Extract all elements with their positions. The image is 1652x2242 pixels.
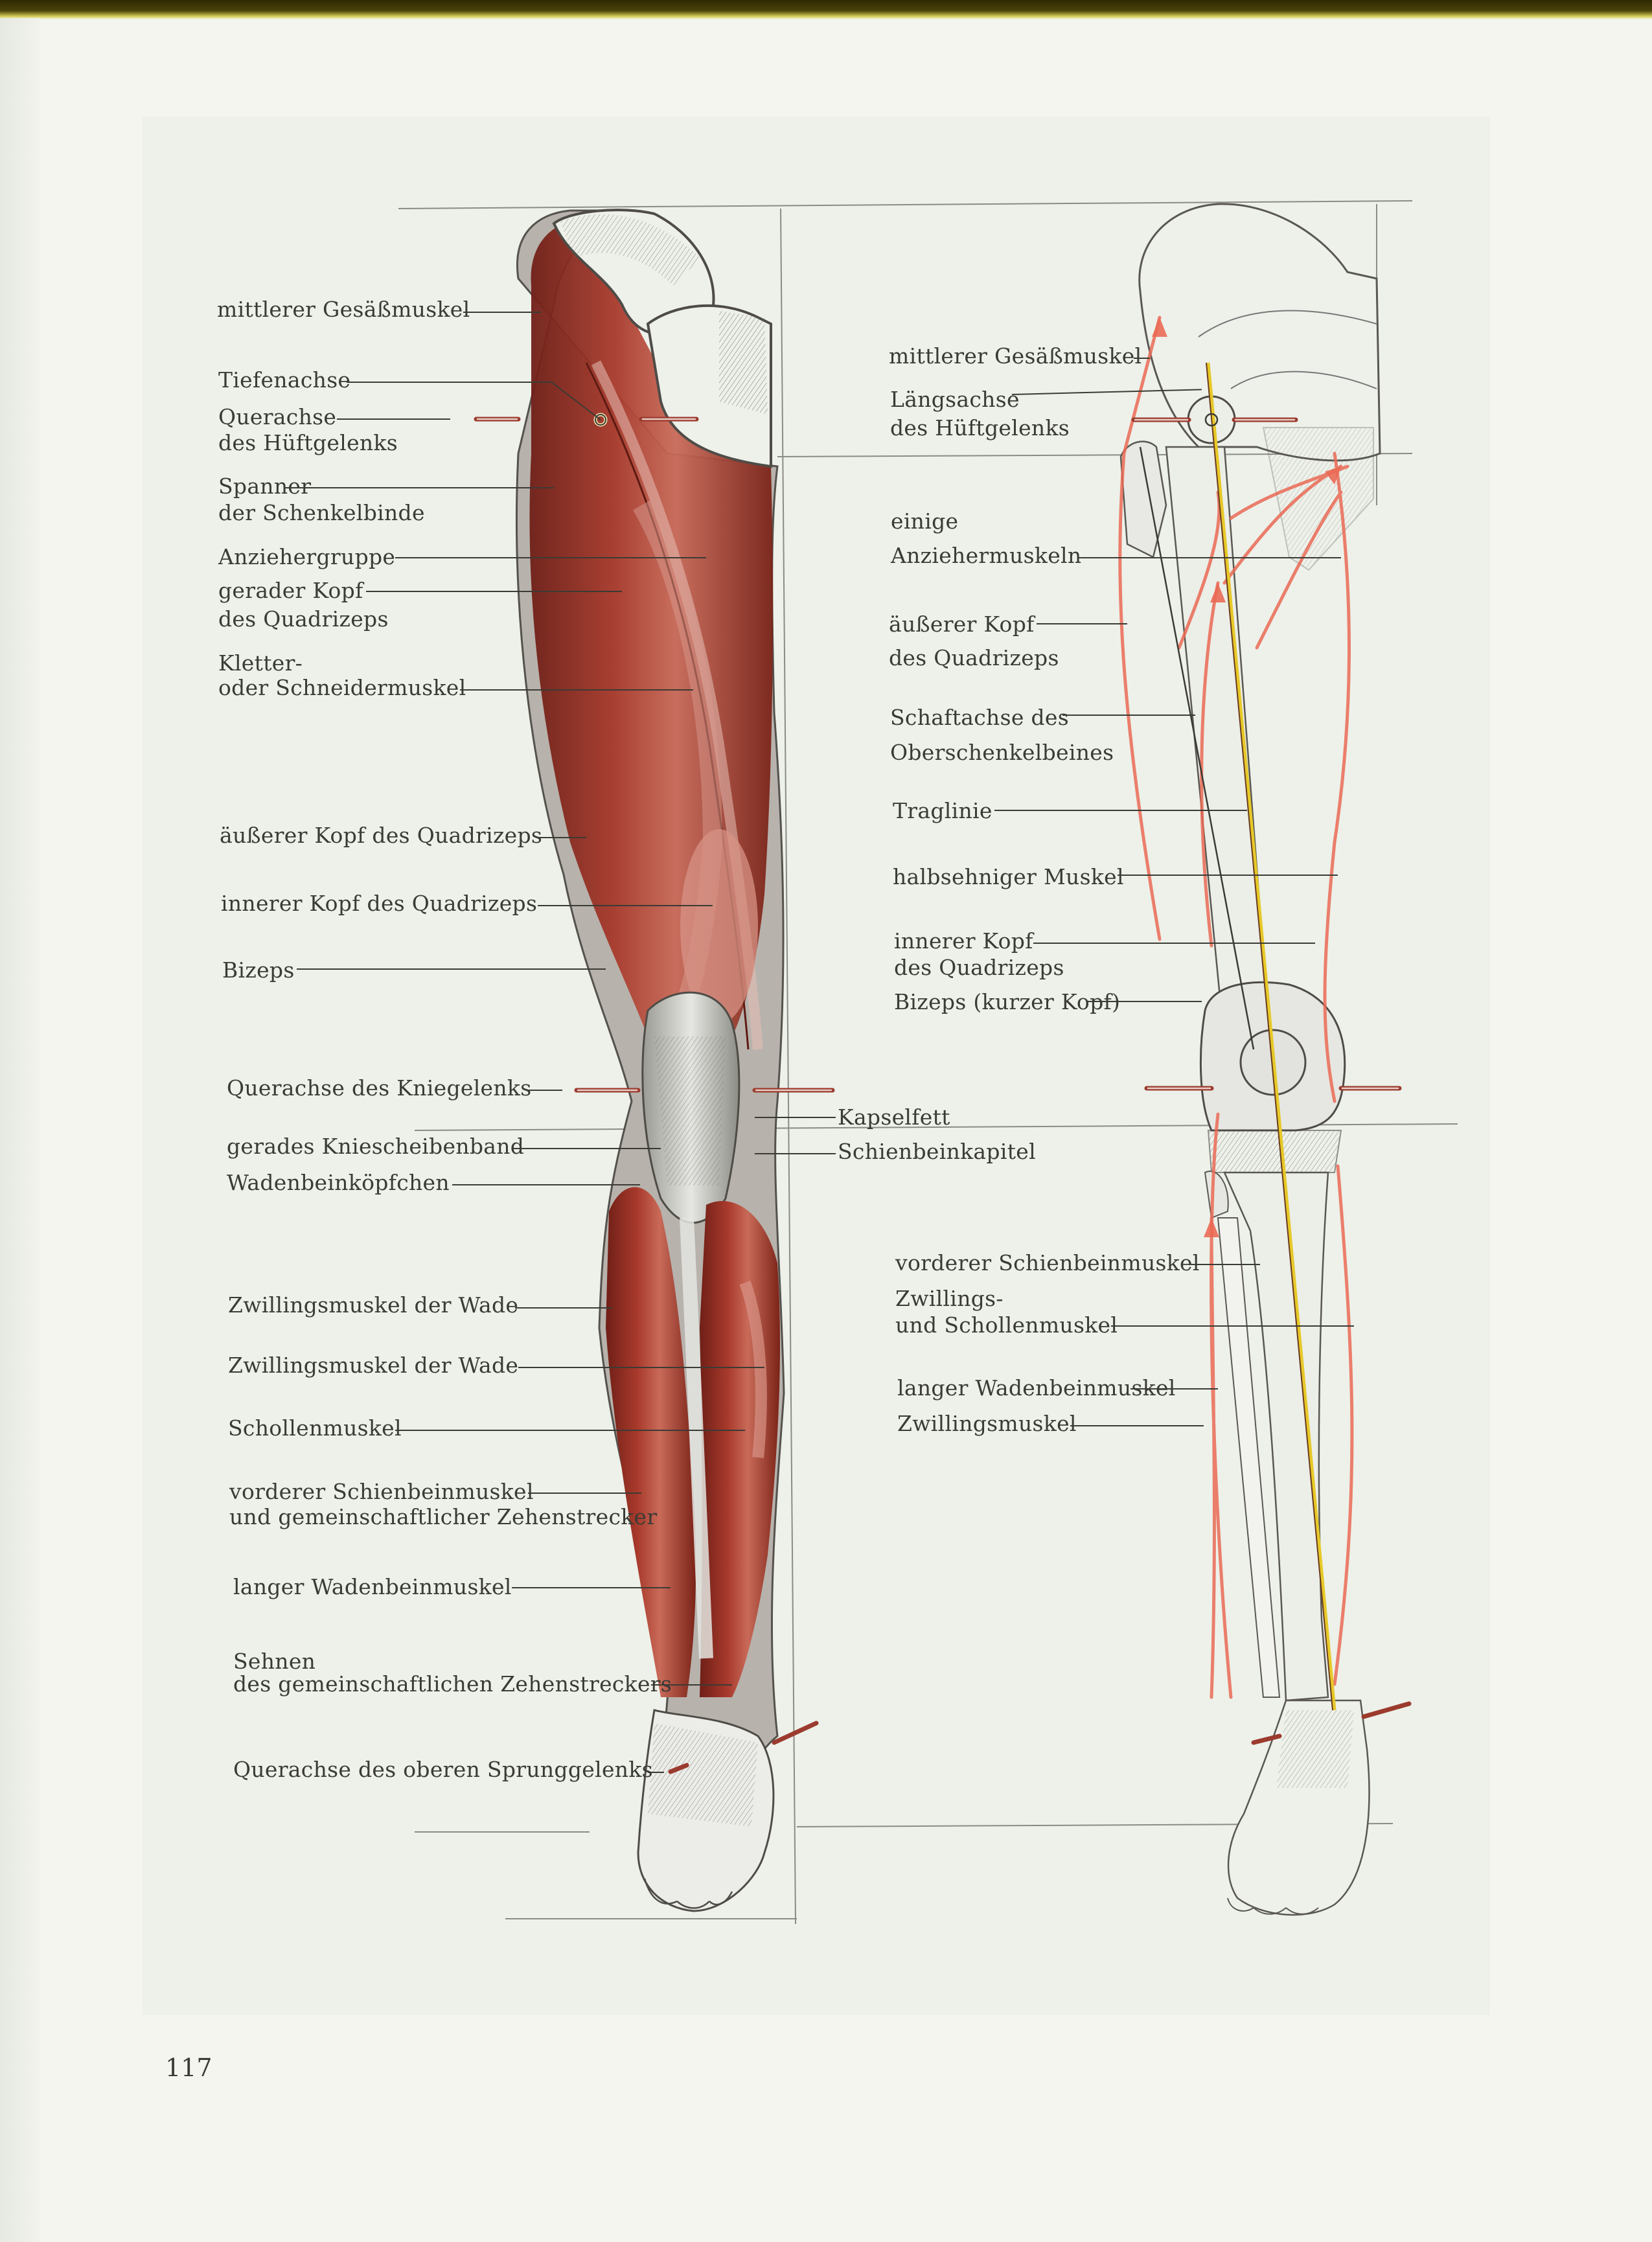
label-r-anziehermuskeln: Anziehermuskeln xyxy=(891,543,1082,568)
label-r-laengsachse-line2: des Hüftgelenks xyxy=(890,415,1070,440)
leader-line xyxy=(538,905,713,906)
label-r-mittlerer-gesaessmuskel: mittlerer Gesäßmuskel xyxy=(889,343,1142,369)
left-leg-muscle-drawing xyxy=(474,209,835,1912)
label-r-aeusserer-kopf-line2: des Quadrizeps xyxy=(889,645,1059,670)
label-gerader-kopf-line2: des Quadrizeps xyxy=(218,606,389,632)
leader-line xyxy=(526,1090,562,1091)
leader-line xyxy=(518,1367,764,1368)
label-spanner: Spanner xyxy=(218,474,312,499)
leader-line xyxy=(755,1153,836,1154)
leader-line xyxy=(1087,1001,1202,1002)
label-zwillingsmuskel-wade-1: Zwillingsmuskel der Wade xyxy=(228,1292,519,1318)
label-innerer-kopf-quadrizeps: innerer Kopf des Quadrizeps xyxy=(221,891,538,916)
leader-line xyxy=(463,312,541,313)
leader-line xyxy=(1070,1425,1204,1426)
leader-line xyxy=(512,1587,671,1588)
label-r-schollenmuskel: und Schollenmuskel xyxy=(895,1312,1118,1338)
leader-line xyxy=(337,418,450,420)
leader-line xyxy=(1062,715,1195,716)
label-anziehergruppe: Anziehergruppe xyxy=(218,544,396,569)
label-r-langer-wadenbeinmuskel: langer Wadenbeinmuskel xyxy=(897,1375,1176,1401)
leader-line xyxy=(1118,875,1338,876)
leader-line xyxy=(538,837,586,838)
label-querachse-kniegelenk: Querachse des Kniegelenks xyxy=(227,1075,532,1101)
leader-line xyxy=(1033,943,1315,944)
leader-line xyxy=(1130,1388,1218,1390)
label-r-halbsehniger-muskel: halbsehniger Muskel xyxy=(893,864,1124,889)
label-r-innerer-kopf: innerer Kopf xyxy=(894,928,1033,954)
right-leg-skeleton-drawing xyxy=(1118,203,1412,1916)
leader-line xyxy=(651,1684,732,1686)
label-schneidermuskel: oder Schneidermuskel xyxy=(218,675,466,700)
label-schienbeinkapitel: Schienbeinkapitel xyxy=(838,1139,1036,1164)
leader-line xyxy=(648,1772,664,1773)
leader-line xyxy=(994,810,1247,811)
book-spine-shadow xyxy=(0,0,1652,19)
label-tiefenachse: Tiefenachse xyxy=(218,367,351,393)
label-bizeps: Bizeps xyxy=(222,957,295,983)
label-gerader-kopf: gerader Kopf xyxy=(218,578,363,603)
label-schollenmuskel: Schollenmuskel xyxy=(228,1415,402,1441)
page-gutter xyxy=(0,18,40,2242)
label-gerades-kniescheibenband: gerades Kniescheibenband xyxy=(227,1134,525,1159)
label-spanner-line2: der Schenkelbinde xyxy=(218,500,425,525)
leader-line xyxy=(395,1430,745,1431)
label-querachse-hueftgelenk: Querachse xyxy=(218,404,337,429)
label-r-traglinie: Traglinie xyxy=(893,798,992,823)
leader-line xyxy=(1037,623,1127,624)
leader-line xyxy=(395,557,706,558)
label-r-schaftachse: Schaftachse des xyxy=(890,705,1069,730)
label-sehnen: Sehnen xyxy=(233,1649,316,1674)
leader-line xyxy=(512,1148,661,1149)
label-r-oberschenkelbeines: Oberschenkelbeines xyxy=(890,740,1114,765)
label-kapselfett: Kapselfett xyxy=(838,1104,950,1130)
label-querachse-sprunggelenk: Querachse des oberen Sprunggelenks xyxy=(233,1757,653,1782)
leader-line xyxy=(366,591,622,592)
label-wadenbeinkoepfchen: Wadenbeinköpfchen xyxy=(227,1170,450,1195)
leader-line xyxy=(284,487,554,488)
leader-line xyxy=(1111,1325,1354,1327)
label-sehnen-zehenstreckers: des gemeinschaftlichen Zehenstreckers xyxy=(233,1671,672,1697)
label-r-laengsachse: Längsachse xyxy=(890,387,1020,412)
label-aeusserer-kopf-quadrizeps: äußerer Kopf des Quadrizeps xyxy=(220,823,543,848)
page-number: 117 xyxy=(165,2053,212,2082)
leader-line xyxy=(1134,358,1150,359)
label-langer-wadenbeinmuskel: langer Wadenbeinmuskel xyxy=(233,1574,512,1599)
label-kletter: Kletter- xyxy=(218,650,303,676)
label-r-zwillingsmuskel: Zwillingsmuskel xyxy=(897,1411,1077,1436)
label-r-zwillings: Zwillings- xyxy=(895,1286,1004,1311)
leader-line xyxy=(297,968,606,970)
leader-line xyxy=(452,1184,640,1185)
leader-line xyxy=(528,1493,641,1494)
label-zehenstrecker: und gemeinschaftlicher Zehenstrecker xyxy=(229,1504,658,1529)
label-r-aeusserer-kopf: äußerer Kopf xyxy=(889,612,1035,637)
label-vorderer-schienbeinmuskel: vorderer Schienbeinmuskel xyxy=(229,1479,534,1504)
leader-line xyxy=(755,1117,836,1118)
label-r-vorderer-schienbeinmuskel: vorderer Schienbeinmuskel xyxy=(895,1250,1200,1275)
label-r-bizeps-kurzer-kopf: Bizeps (kurzer Kopf) xyxy=(894,989,1121,1014)
leader-line xyxy=(1189,1264,1260,1265)
label-r-innerer-kopf-line2: des Quadrizeps xyxy=(894,955,1064,980)
label-r-einige: einige xyxy=(891,509,959,534)
leader-line xyxy=(460,689,693,691)
label-mittlerer-gesaessmuskel: mittlerer Gesäßmuskel xyxy=(217,297,470,322)
leader-line xyxy=(515,1307,612,1309)
label-zwillingsmuskel-wade-2: Zwillingsmuskel der Wade xyxy=(228,1353,519,1378)
leader-line xyxy=(1079,557,1341,558)
leader-line xyxy=(347,382,551,383)
label-querachse-hueftgelenk-line2: des Hüftgelenks xyxy=(218,430,398,455)
